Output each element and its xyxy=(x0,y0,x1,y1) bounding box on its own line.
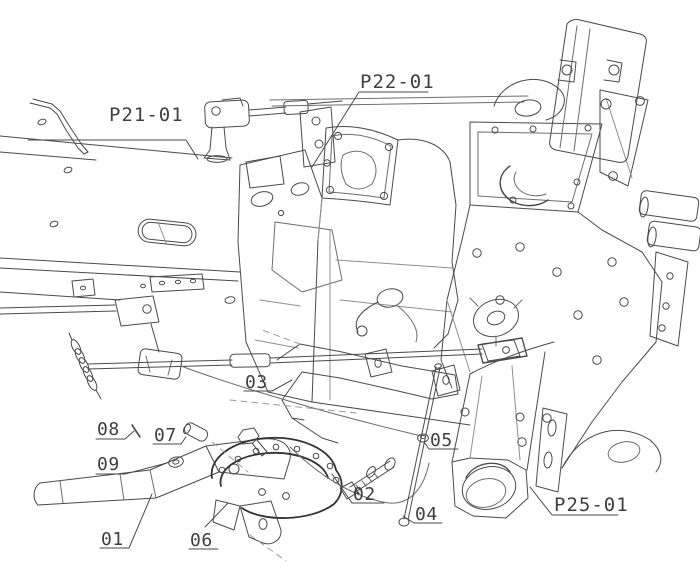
nut-05 xyxy=(417,433,429,443)
small-parts xyxy=(131,363,442,527)
callout-06: 06 xyxy=(190,530,213,551)
callout-texts: P21-01 P22-01 P25-01 01 02 03 04 05 06 0… xyxy=(97,71,629,551)
chassis-frame-rail xyxy=(0,98,241,304)
construction-lines xyxy=(211,329,357,562)
axle-tube xyxy=(451,341,568,519)
callout-03: 03 xyxy=(245,372,268,393)
washer-09 xyxy=(168,456,184,468)
callout-p22-01: P22-01 xyxy=(360,71,435,93)
adjuster-bolt-02 xyxy=(339,457,396,500)
callout-09: 09 xyxy=(97,454,120,475)
callout-07: 07 xyxy=(154,425,177,446)
callout-01: 01 xyxy=(101,529,124,550)
coil-spring xyxy=(68,332,102,400)
callout-08: 08 xyxy=(97,419,120,440)
callout-02: 02 xyxy=(353,484,376,505)
callout-05: 05 xyxy=(430,430,453,451)
callout-leaders xyxy=(27,91,619,550)
top-control-rod xyxy=(203,95,529,168)
callout-p25-01: P25-01 xyxy=(554,494,629,516)
rear-axle-housing xyxy=(440,190,700,473)
brake-rod-linkage xyxy=(0,295,521,444)
long-rod-04 xyxy=(398,363,442,527)
callout-p21-01: P21-01 xyxy=(109,104,184,126)
hand-brake-lever xyxy=(33,436,430,545)
callout-04: 04 xyxy=(415,504,438,525)
hex-bolt xyxy=(237,427,268,457)
pin-07 xyxy=(182,422,209,442)
transmission-housing xyxy=(237,126,471,426)
rear-housing-top xyxy=(469,19,649,213)
pin-08 xyxy=(131,424,141,438)
